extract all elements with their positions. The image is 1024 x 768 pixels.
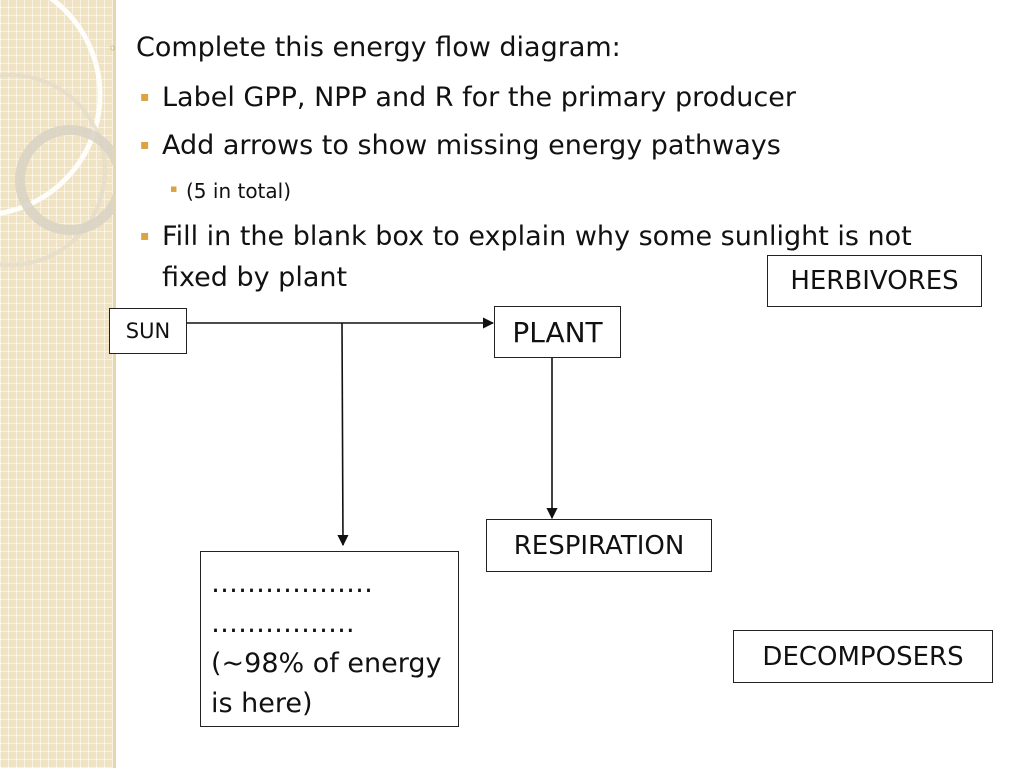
bullet-marker: ▪: [140, 137, 150, 153]
sun-box: SUN: [109, 308, 187, 354]
sidebar-border: [113, 0, 116, 768]
bullet-text: Label GPP, NPP and R for the primary pro…: [162, 82, 796, 113]
bullet-marker: ▪: [140, 89, 150, 105]
arrow-sun-to-blank-box: [337, 322, 349, 547]
blank-line: …………….: [211, 608, 355, 639]
bullet-list: ◦ Complete this energy flow diagram: ▪ L…: [0, 0, 1024, 300]
herbivores-box: HERBIVORES: [767, 255, 982, 307]
respiration-box: RESPIRATION: [486, 519, 712, 572]
bullet-text: (5 in total): [186, 179, 292, 203]
blank-line: ………………: [211, 568, 373, 599]
energy-note: (~98% of energy: [211, 648, 442, 679]
bullet-text: Add arrows to show missing energy pathwa…: [162, 130, 781, 161]
decorative-rings: [0, 0, 113, 267]
energy-note: is here): [211, 688, 313, 719]
bullet-text: Complete this energy flow diagram:: [136, 32, 621, 63]
bullet-marker: ◦: [108, 39, 118, 58]
bullet-text: fixed by plant: [162, 262, 348, 293]
plant-box: PLANT: [494, 306, 621, 358]
bullet-text: Fill in the blank box to explain why som…: [162, 221, 912, 252]
bullet-marker: ▪: [170, 182, 178, 195]
blank-explanation-box: ……………… ……………. (~98% of energy is here): [200, 551, 459, 727]
bullet-marker: ▪: [140, 228, 150, 244]
decorative-sidebar: [0, 0, 113, 768]
decomposers-box: DECOMPOSERS: [733, 630, 993, 683]
